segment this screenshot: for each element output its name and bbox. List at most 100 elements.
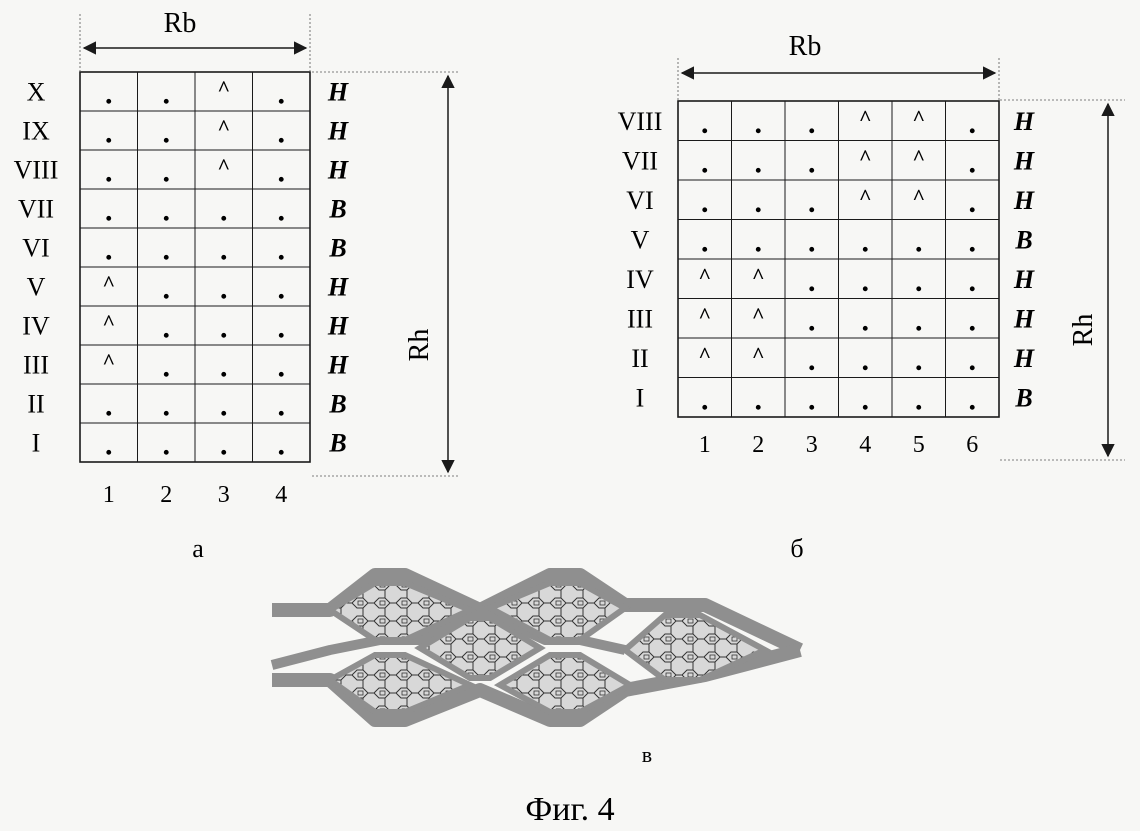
cell-mark-dot: . bbox=[915, 304, 923, 337]
cell-mark-dot: . bbox=[220, 390, 228, 423]
cell-mark-dot: . bbox=[163, 390, 171, 423]
cell-mark-dot: . bbox=[808, 225, 816, 258]
cell-mark-dot: . bbox=[278, 234, 286, 267]
row-numeral: VI bbox=[626, 186, 653, 215]
cell-mark-dot: . bbox=[862, 265, 870, 298]
cell-mark-dot: . bbox=[969, 146, 977, 179]
cell-mark-caret: ^ bbox=[912, 184, 925, 209]
cell-mark-dot: . bbox=[755, 146, 763, 179]
row-weave-letter: H bbox=[327, 312, 349, 341]
row-numeral: VII bbox=[18, 195, 54, 224]
cell-mark-dot: . bbox=[105, 390, 113, 423]
cell-mark-dot: . bbox=[808, 107, 816, 140]
cell-mark-caret: ^ bbox=[752, 302, 765, 327]
caption-b: б bbox=[790, 534, 803, 563]
row-numeral: X bbox=[27, 78, 46, 107]
row-weave-letter: H bbox=[1013, 304, 1035, 333]
row-weave-letter: B bbox=[328, 195, 346, 224]
cell-mark-dot: . bbox=[220, 273, 228, 306]
cell-mark-dot: . bbox=[163, 156, 171, 189]
cell-mark-caret: ^ bbox=[859, 105, 872, 130]
cell-mark-dot: . bbox=[278, 429, 286, 462]
row-weave-letter: B bbox=[1014, 383, 1032, 412]
cell-mark-dot: . bbox=[163, 351, 171, 384]
row-weave-letter: H bbox=[1013, 107, 1035, 136]
cell-mark-dot: . bbox=[862, 304, 870, 337]
row-weave-letter: B bbox=[328, 234, 346, 263]
cell-mark-dot: . bbox=[220, 351, 228, 384]
cell-mark-dot: . bbox=[105, 195, 113, 228]
cell-mark-dot: . bbox=[278, 390, 286, 423]
cell-mark-dot: . bbox=[278, 273, 286, 306]
caption-c: в bbox=[642, 742, 652, 767]
grid-b: VIII...^^.HVII...^^.HVI...^^.HV......BIV… bbox=[618, 31, 1125, 563]
cell-mark-caret: ^ bbox=[698, 263, 711, 288]
row-numeral: II bbox=[631, 344, 648, 373]
cell-mark-dot: . bbox=[220, 312, 228, 345]
cell-mark-caret: ^ bbox=[102, 271, 115, 296]
cell-mark-dot: . bbox=[808, 304, 816, 337]
figure-title: Фиг. 4 bbox=[525, 791, 614, 828]
caption-a: а bbox=[192, 534, 204, 563]
cell-mark-dot: . bbox=[278, 78, 286, 111]
row-weave-letter: H bbox=[327, 156, 349, 185]
row-numeral: III bbox=[627, 304, 653, 333]
row-weave-letter: H bbox=[327, 117, 349, 146]
rb-label-b: Rb bbox=[789, 31, 822, 62]
cell-mark-dot: . bbox=[163, 312, 171, 345]
fabric-illustration: в bbox=[272, 575, 800, 767]
row-weave-letter: H bbox=[327, 273, 349, 302]
cell-mark-dot: . bbox=[701, 107, 709, 140]
row-numeral: VIII bbox=[14, 156, 59, 185]
cell-mark-dot: . bbox=[163, 429, 171, 462]
row-weave-letter: H bbox=[1013, 146, 1035, 175]
cell-mark-dot: . bbox=[701, 186, 709, 219]
cell-mark-caret: ^ bbox=[217, 154, 230, 179]
column-number: 6 bbox=[966, 432, 978, 458]
row-numeral: I bbox=[636, 383, 645, 412]
cell-mark-dot: . bbox=[808, 344, 816, 377]
row-numeral: III bbox=[23, 351, 49, 380]
cell-mark-dot: . bbox=[969, 344, 977, 377]
cell-mark-dot: . bbox=[755, 225, 763, 258]
cell-mark-dot: . bbox=[701, 383, 709, 416]
cell-mark-caret: ^ bbox=[912, 144, 925, 169]
column-number: 2 bbox=[160, 482, 172, 508]
grid-a: X..^.HIX..^.HVIII..^.HVII....BVI....BV^.… bbox=[14, 8, 460, 563]
cell-mark-dot: . bbox=[808, 186, 816, 219]
cell-mark-dot: . bbox=[278, 351, 286, 384]
cell-mark-dot: . bbox=[278, 312, 286, 345]
cell-mark-dot: . bbox=[755, 107, 763, 140]
column-number: 3 bbox=[218, 482, 230, 508]
cell-mark-dot: . bbox=[969, 186, 977, 219]
cell-mark-caret: ^ bbox=[752, 263, 765, 288]
cell-mark-caret: ^ bbox=[859, 144, 872, 169]
column-number: 4 bbox=[275, 482, 287, 508]
column-number: 1 bbox=[699, 432, 711, 458]
row-numeral: V bbox=[631, 225, 650, 254]
cell-mark-caret: ^ bbox=[752, 342, 765, 367]
cell-mark-dot: . bbox=[755, 383, 763, 416]
column-number: 4 bbox=[859, 432, 871, 458]
cell-mark-dot: . bbox=[105, 78, 113, 111]
rh-label-b: Rh bbox=[1068, 314, 1099, 347]
cell-mark-dot: . bbox=[969, 304, 977, 337]
row-numeral: I bbox=[32, 429, 41, 458]
grid-b-rb-dimension: Rb bbox=[678, 31, 999, 100]
cell-mark-dot: . bbox=[105, 117, 113, 150]
row-weave-letter: B bbox=[328, 429, 346, 458]
cell-mark-dot: . bbox=[220, 429, 228, 462]
column-number: 2 bbox=[752, 432, 764, 458]
cell-mark-dot: . bbox=[755, 186, 763, 219]
cell-mark-caret: ^ bbox=[912, 105, 925, 130]
cell-mark-caret: ^ bbox=[102, 349, 115, 374]
row-numeral: IX bbox=[22, 117, 50, 146]
cell-mark-dot: . bbox=[163, 78, 171, 111]
row-numeral: VI bbox=[22, 234, 49, 263]
cell-mark-dot: . bbox=[915, 383, 923, 416]
row-weave-letter: B bbox=[1014, 225, 1032, 254]
row-numeral: IV bbox=[22, 312, 50, 341]
column-number: 1 bbox=[103, 482, 115, 508]
cell-mark-dot: . bbox=[163, 195, 171, 228]
